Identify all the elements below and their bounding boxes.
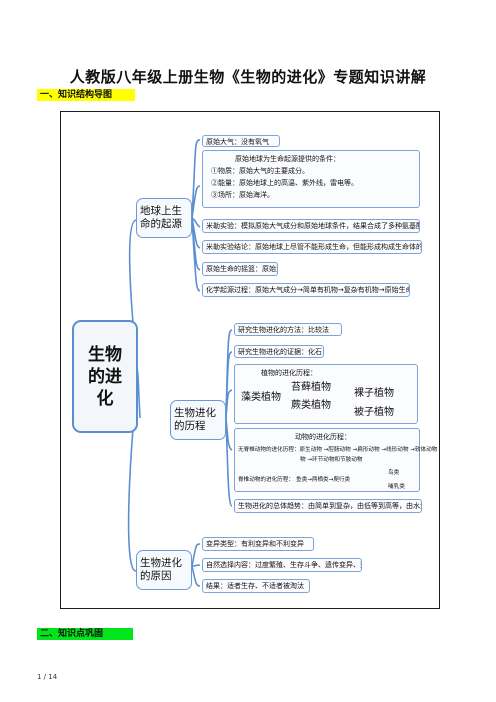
plant-evolution-title: 植物的进化历程： (261, 369, 317, 377)
condition-item: ②能量：原始地球上的高温、紫外线，雷电等。 (211, 179, 358, 187)
section-heading-structure-map: 一、知识结构导图 (37, 89, 135, 101)
origin-miller-experiment: 米勒实验：模拟原始大气成分和原始地球条件，结果合成了多种氨基酸 (202, 219, 420, 233)
section-heading-review: 二、知识点巩固 (37, 628, 133, 640)
mind-map-root: 生物的进化 (72, 320, 138, 433)
origin-miller-conclusion: 米勒实验结论：原始地球上尽管不能形成生命，但能形成构成生命体的有机物 (202, 240, 422, 254)
invertebrate-evolution-line-continued: 物 →环节动物和节肢动物 (300, 457, 363, 463)
plant-gymnosperm: 裸子植物 (354, 388, 394, 399)
cause-natural-selection: 自然选择内容：过度繁殖、生存斗争、遗传变异、适者生存 (202, 558, 362, 572)
branch-life-origin: 地球上生命的起源 (136, 198, 192, 238)
branch-evolution-history: 生物进化的历程 (170, 400, 226, 440)
history-animal-evolution-box: 动物的进化历程： (234, 428, 420, 492)
branch-label: 生物进化的历程 (174, 407, 216, 432)
page-number: 1 / 14 (37, 673, 58, 681)
branch-label: 生物进化的原因 (140, 557, 182, 582)
invertebrate-evolution-line: 无脊椎动物的进化历程：原生动物 →腔肠动物 →扁形动物 →线形动物 →软体动物 (238, 447, 438, 453)
history-research-method: 研究生物进化的方法：比较法 (234, 323, 342, 336)
plant-algae: 藻类植物 (241, 392, 281, 403)
plant-angiosperm: 被子植物 (354, 407, 394, 418)
plant-moss: 苔藓植物 (291, 382, 331, 393)
animal-evolution-title: 动物的进化历程： (295, 433, 351, 441)
origin-conditions-box: 原始地球为生命起源提供的条件： ①物质：原始大气的主要成分。 ②能量：原始地球上… (202, 150, 420, 208)
cause-result: 结果：适者生存、不适者被淘汰 (202, 579, 310, 593)
condition-item: ③场所：原始海洋。 (211, 191, 274, 199)
vertebrate-birds: 鸟类 (388, 470, 400, 476)
plant-fern: 蕨类植物 (291, 400, 331, 411)
vertebrate-evolution-chain: 鱼类→两栖类→爬行类 (296, 477, 351, 483)
section-heading-label: 二、知识点巩固 (40, 629, 104, 639)
branch-label: 地球上生命的起源 (140, 205, 182, 230)
history-research-evidence: 研究生物进化的证据：化石 (234, 345, 324, 358)
origin-chemical-process: 化学起源过程：原始大气成分→简单有机物→复杂有机物→原始生命 (202, 283, 410, 297)
conditions-title: 原始地球为生命起源提供的条件： (235, 155, 340, 163)
origin-atmosphere: 原始大气：没有氧气 (202, 135, 280, 147)
origin-cradle: 原始生命的摇篮：原始海洋 (202, 262, 278, 276)
root-label: 生物的进化 (88, 344, 122, 409)
history-overall-trend: 生物进化的总体趋势：由简单到复杂，由低等到高等，由水生到陆生。 (234, 499, 422, 513)
vertebrate-mammals: 哺乳类 (388, 484, 405, 490)
cause-variation-types: 变异类型：有利变异和不利变异 (202, 537, 314, 551)
section-heading-label: 一、知识结构导图 (40, 90, 113, 100)
history-plant-evolution-box: 植物的进化历程： (234, 364, 418, 424)
branch-evolution-cause: 生物进化的原因 (136, 550, 192, 590)
document-title: 人教版八年级上册生物《生物的进化》专题知识讲解 (69, 68, 427, 86)
condition-item: ①物质：原始大气的主要成分。 (211, 167, 309, 175)
vertebrate-evolution-label: 脊椎动物的进化历程： (238, 477, 294, 483)
